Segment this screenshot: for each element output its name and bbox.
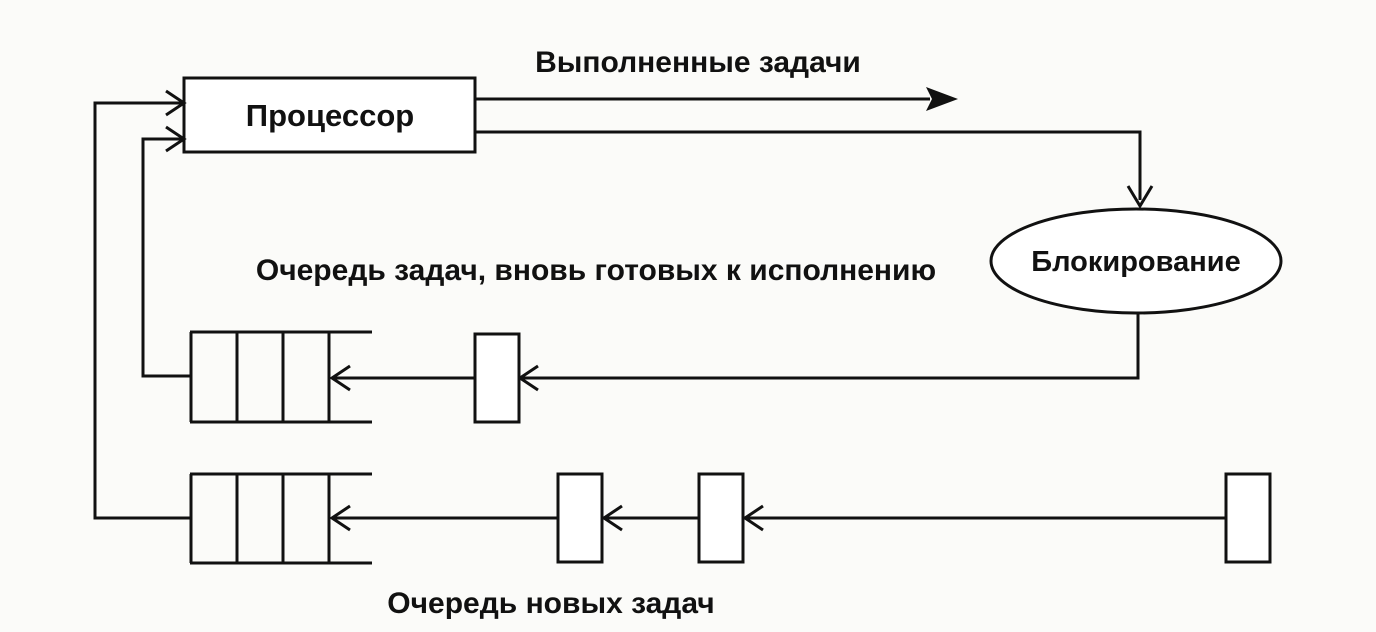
blocking-node: Блокирование xyxy=(989,207,1283,315)
processor-to-blocking-connector xyxy=(475,130,1154,209)
new-to-processor-connector xyxy=(93,89,191,520)
completed-tasks-label: Выполненные задачи xyxy=(535,46,861,79)
blocking-to-ready-connector xyxy=(517,313,1140,392)
ready-queue-input-arrow xyxy=(329,364,475,392)
completed-tasks-arrow xyxy=(475,87,958,111)
ready-queue xyxy=(189,330,372,424)
new-queue xyxy=(189,472,372,565)
new-queue-label: Очередь новых задач xyxy=(387,587,714,620)
ready-queue-label: Очередь задач, вновь готовых к исполнени… xyxy=(256,254,936,287)
new-waiting-task-1 xyxy=(556,472,604,564)
processor-label: Процессор xyxy=(246,98,414,133)
processor-block: Процессор xyxy=(182,76,477,154)
new-waiting-task-2 xyxy=(697,472,745,564)
ready-to-processor-connector xyxy=(141,125,191,378)
new-queue-incoming-tasks xyxy=(329,472,1272,564)
new-waiting-task-3 xyxy=(1224,472,1272,564)
blocking-label: Блокирование xyxy=(1031,246,1240,278)
ready-waiting-task xyxy=(473,332,521,424)
